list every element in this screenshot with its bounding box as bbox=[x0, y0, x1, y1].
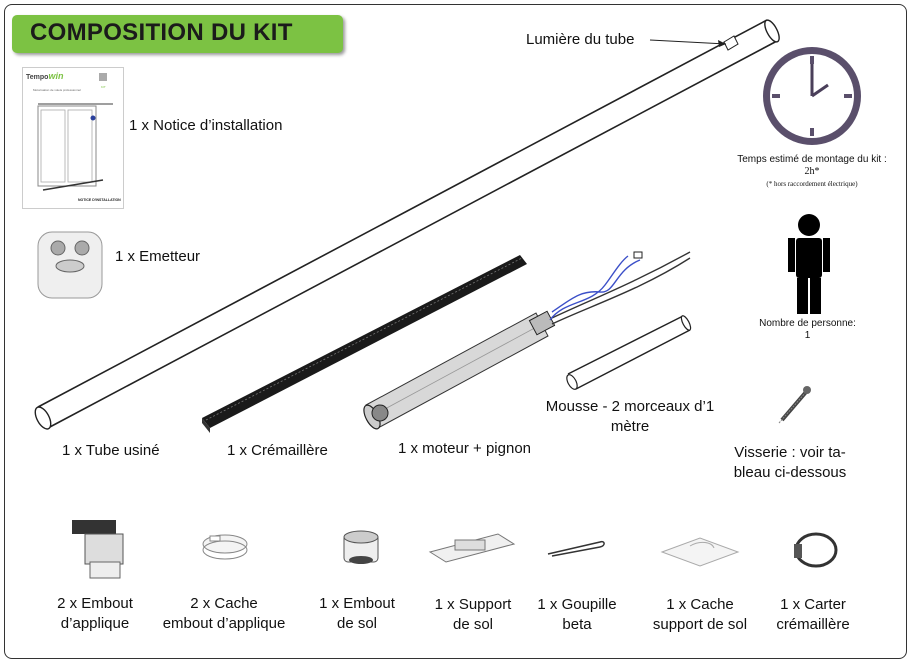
manual-logo: Tempowin bbox=[26, 71, 64, 81]
mousse-label: Mousse - 2 morceaux d’1 mètre bbox=[545, 398, 715, 435]
cremaillere-label: 1 x Crémaillère bbox=[227, 442, 328, 459]
manual-footer: NOTICE D'INSTALLATION bbox=[78, 198, 121, 202]
moteur-label: 1 x moteur + pignon bbox=[398, 440, 532, 457]
lumiere-pointer bbox=[649, 39, 727, 45]
manual-thumbnail: Tempowin Motorisation de volets professi… bbox=[22, 67, 124, 209]
time-line2: 2h* bbox=[804, 166, 820, 177]
time-info: Temps estimé de montage du kit : 2h* (* … bbox=[712, 154, 912, 190]
emetteur-illustration bbox=[37, 231, 103, 299]
people-line1: Nombre de personne: bbox=[759, 318, 856, 329]
moteur-illustration bbox=[363, 251, 691, 430]
notice-label: 1 x Notice d’installation bbox=[129, 117, 283, 134]
embout-sol-illustration bbox=[343, 530, 379, 564]
support-sol-illustration bbox=[428, 533, 516, 563]
cache-support-illustration bbox=[660, 537, 740, 567]
window-illustration: KIT bbox=[37, 73, 113, 191]
time-line1: Temps estimé de montage du kit : bbox=[737, 154, 887, 165]
lumiere-label: Lumière du tube bbox=[526, 31, 635, 48]
person-icon bbox=[788, 214, 830, 314]
clock-icon bbox=[763, 47, 861, 145]
manual-subtitle: Motorisation de volets professionnel bbox=[33, 88, 81, 92]
tube-label: 1 x Tube usiné bbox=[62, 442, 160, 459]
page-frame bbox=[4, 4, 907, 659]
cremaillere-illustration bbox=[202, 255, 527, 433]
page-title: COMPOSITION DU KIT bbox=[30, 19, 293, 46]
embout-applique-illustration bbox=[72, 520, 124, 579]
tube-usine-illustration bbox=[34, 19, 780, 430]
screw-icon bbox=[778, 386, 811, 424]
mousse-illustration bbox=[566, 315, 692, 390]
emetteur-label: 1 x Emetteur bbox=[115, 248, 201, 265]
time-line3: (* hors raccordement électrique) bbox=[766, 180, 858, 188]
title-badge bbox=[12, 15, 343, 53]
goupille-illustration bbox=[547, 540, 605, 557]
visserie-label: Visserie : voir ta- bleau ci-dessous bbox=[733, 444, 847, 481]
people-line2: 1 bbox=[804, 330, 811, 341]
cache-embout-illustration bbox=[202, 534, 248, 560]
carter-cremaillere-illustration bbox=[794, 532, 838, 568]
people-info: Nombre de personne: 1 bbox=[740, 318, 875, 342]
svg-text:KIT: KIT bbox=[101, 85, 106, 89]
